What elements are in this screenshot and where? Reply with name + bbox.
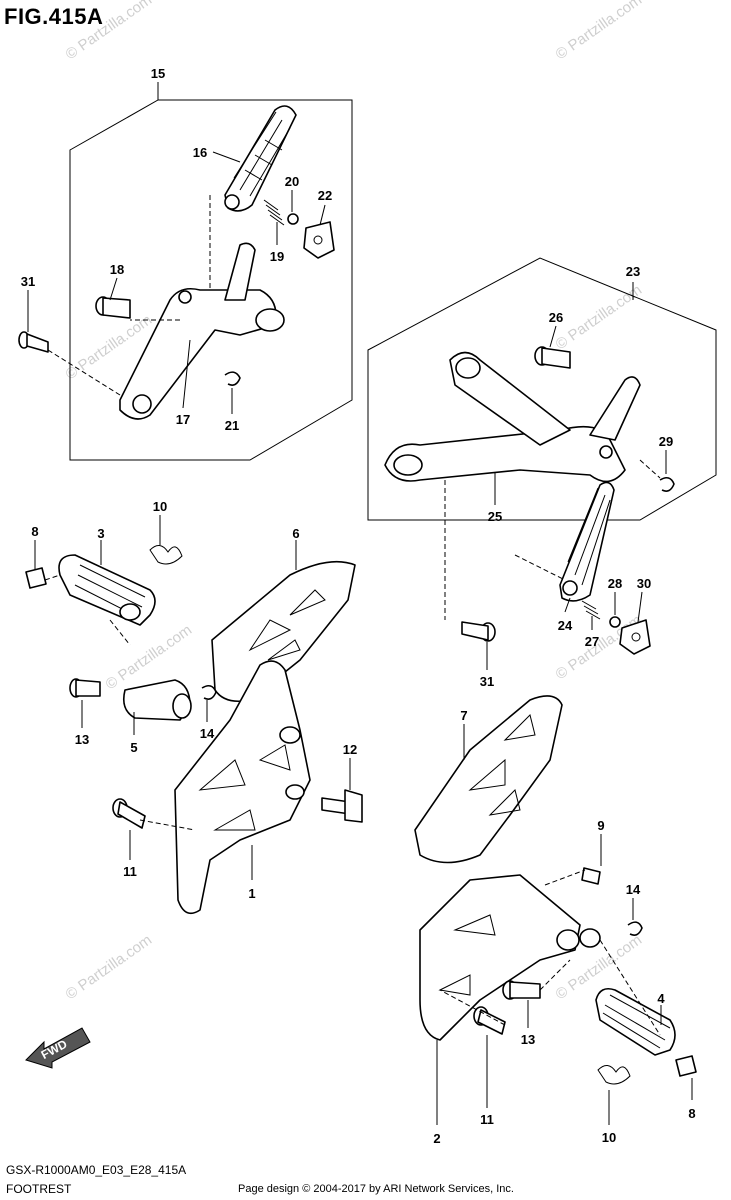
callout-20: 20 [285, 174, 299, 189]
callout-13: 13 [75, 732, 89, 747]
callout-5: 5 [130, 740, 137, 755]
callout-15: 15 [151, 66, 165, 81]
callout-29: 29 [659, 434, 673, 449]
callout-7: 7 [460, 708, 467, 723]
part-17-bracket [119, 242, 285, 420]
callout-14: 14 [200, 726, 215, 741]
callout-4: 4 [657, 991, 665, 1006]
callout-14: 14 [626, 882, 641, 897]
callout-3: 3 [97, 526, 104, 541]
watermark: © Partzilla.com [63, 931, 156, 1003]
callout-11: 11 [123, 864, 137, 879]
callout-16: 16 [193, 145, 207, 160]
callout-11: 11 [480, 1112, 494, 1127]
assembly-box-23 [367, 257, 717, 521]
part-11-bolt [473, 1006, 506, 1035]
part-22-plate [303, 221, 335, 259]
callout-21: 21 [225, 418, 239, 433]
part-6-heel-plate [211, 560, 356, 703]
part-4-footpeg [595, 987, 676, 1056]
watermark: © Partzilla.com [553, 0, 646, 63]
callout-22: 22 [318, 188, 332, 203]
part-13-pin [502, 980, 541, 1000]
part-29-clip [659, 476, 675, 492]
callout-8: 8 [688, 1106, 695, 1121]
part-1-bracket [174, 660, 311, 915]
figure-title: FIG.415A [4, 4, 104, 29]
copyright-text: Page design © 2004-2017 by ARI Network S… [238, 1183, 514, 1195]
callout-10: 10 [153, 499, 167, 514]
callout-8: 8 [31, 524, 38, 539]
callout-13: 13 [521, 1032, 535, 1047]
part-14-clip [201, 684, 217, 700]
model-code: GSX-R1000AM0_E03_E28_415A [6, 1163, 187, 1177]
part-19-spring [263, 199, 285, 226]
part-7-heel-plate [414, 695, 563, 864]
part-24-footpeg [559, 481, 615, 602]
part-14-clip [627, 921, 643, 936]
callout-17: 17 [176, 412, 190, 427]
part-26-bolt [534, 346, 571, 369]
part-27-spring [581, 600, 601, 620]
callout-6: 6 [292, 526, 299, 541]
callout-31: 31 [480, 674, 494, 689]
part-11-bolt [112, 798, 146, 829]
callout-19: 19 [270, 249, 284, 264]
fwd-arrow-icon: FWD [22, 1022, 94, 1075]
part-16-footpeg [224, 105, 297, 212]
part-30-plate [619, 619, 651, 655]
part-20-ball [287, 213, 299, 225]
callout-30: 30 [637, 576, 651, 591]
callout-28: 28 [608, 576, 622, 591]
part-9-bolt [581, 867, 601, 885]
part-2-bracket [419, 874, 601, 1041]
callout-9: 9 [597, 818, 604, 833]
dash-line [47, 349, 121, 396]
callout-27: 27 [585, 634, 599, 649]
watermark: © Partzilla.com [553, 281, 646, 353]
leader-lines [27, 151, 693, 1125]
part-28-ball [609, 616, 621, 628]
guide-lines [44, 195, 661, 1036]
callout-12: 12 [343, 742, 357, 757]
watermark-group: © Partzilla.com © Partzilla.com © Partzi… [63, 0, 646, 1003]
part-21-clip [224, 371, 241, 386]
callout-31: 31 [21, 274, 35, 289]
part-31-bolt [461, 621, 496, 642]
part-10-spring [597, 1065, 631, 1085]
callout-23: 23 [626, 264, 640, 279]
callout-26: 26 [549, 310, 563, 325]
callout-2: 2 [433, 1131, 440, 1146]
callout-10: 10 [602, 1130, 616, 1145]
part-31-bolt [18, 331, 49, 353]
part-10-spring [149, 545, 183, 565]
part-25-bracket [384, 351, 641, 483]
callout-25: 25 [488, 509, 502, 524]
part-12-bolt [321, 789, 363, 823]
part-8-adjuster [675, 1055, 697, 1077]
callout-18: 18 [110, 262, 124, 277]
part-3-footpeg [58, 554, 156, 626]
callout-24: 24 [558, 618, 573, 633]
part-5-peg-holder [69, 678, 192, 721]
part-18-bolt [95, 296, 131, 319]
assembly-box-15 [69, 99, 353, 461]
section-name: FOOTREST [6, 1182, 72, 1196]
callout-1: 1 [248, 886, 255, 901]
callout-labels: 1 2 3 4 5 6 7 8 8 9 10 10 11 11 12 13 13… [21, 66, 696, 1146]
part-8-adjuster [25, 567, 47, 589]
